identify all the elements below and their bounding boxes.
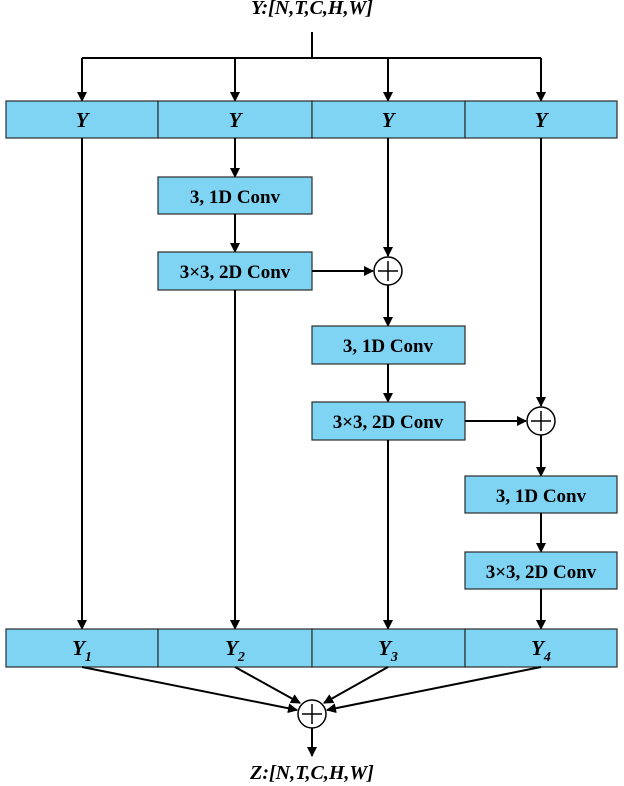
top-cell-4: [464, 100, 618, 139]
branch-3-conv2d-box: [311, 401, 466, 441]
branch-4: 3, 1D Conv 3×3, 2D Conv: [464, 138, 618, 630]
top-cell-2-label: Y: [229, 108, 244, 132]
input-label: Y:[N,T,C,H,W]: [251, 0, 373, 19]
bottom-cell-4-label: Y4: [531, 636, 551, 665]
top-cell-3-label: Y: [382, 108, 397, 132]
bottom-cell-2-label: Y2: [225, 636, 245, 665]
bottom-cell-4: [464, 628, 618, 668]
branch-3-conv1d-box: [311, 325, 466, 365]
output-label: Z:[N,T,C,H,W]: [249, 762, 374, 784]
branch-2-conv2d-box: [157, 251, 313, 291]
branch-4-conv1d-label: 3, 1D Conv: [496, 486, 587, 507]
top-row: Y Y Y Y: [5, 100, 618, 139]
branch-3-conv2d-label: 3×3, 2D Conv: [333, 412, 444, 433]
merge-connectors: [81, 666, 542, 714]
branch-2-conv1d-box: [157, 176, 313, 215]
branch-4-conv2d-box: [464, 551, 618, 590]
branch-2-conv2d-label: 3×3, 2D Conv: [180, 262, 291, 283]
input-split-connector: [77, 32, 546, 102]
branch-3-conv1d-label: 3, 1D Conv: [343, 336, 434, 357]
bottom-row: Y1 Y2 Y3 Y4: [5, 628, 618, 668]
branch-2: 3, 1D Conv 3×3, 2D Conv: [157, 138, 374, 630]
bottom-cell-1-label: Y1: [72, 636, 92, 665]
bottom-cell-3-label: Y3: [378, 636, 398, 665]
top-cell-4-label: Y: [535, 108, 550, 132]
bottom-cell-2: [157, 628, 313, 668]
branch-3: 3, 1D Conv 3×3, 2D Conv: [311, 138, 527, 630]
top-cell-1-label: Y: [76, 108, 91, 132]
branch-2-conv1d-label: 3, 1D Conv: [190, 187, 281, 208]
bottom-cell-1: [5, 628, 159, 668]
branch-4-conv2d-label: 3×3, 2D Conv: [486, 562, 597, 583]
